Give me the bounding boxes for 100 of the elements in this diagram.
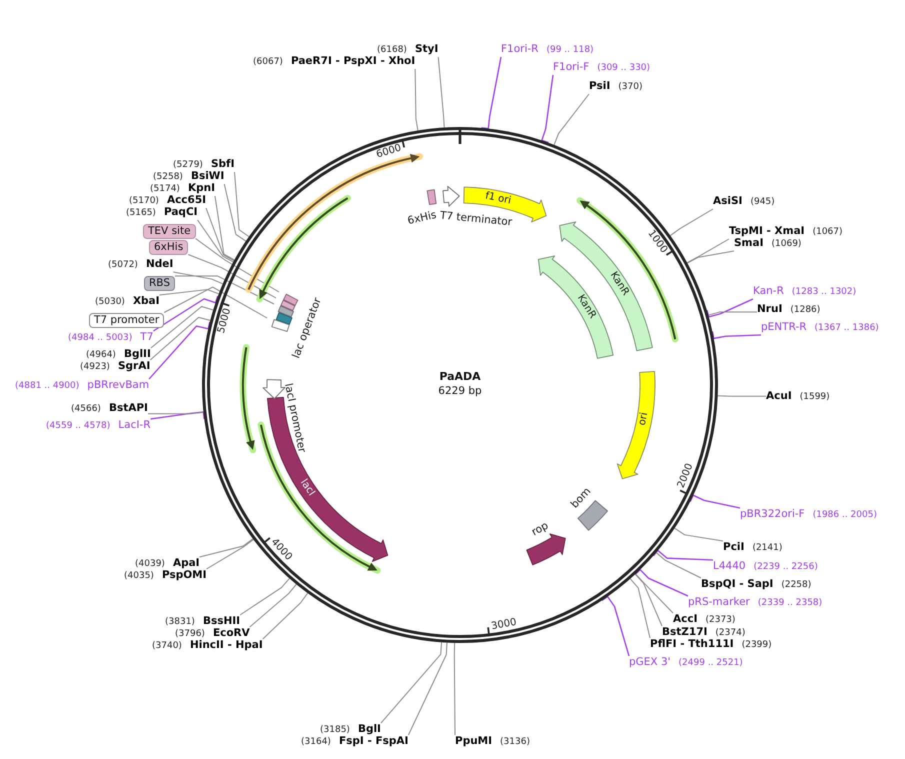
leader-line (454, 642, 456, 736)
cut-site-position: (2373) (705, 614, 736, 627)
cut-site-position: (2141) (752, 542, 782, 555)
leader-line (172, 272, 224, 284)
tick-label: 3000 (490, 617, 518, 632)
primer-name: pRS-marker (688, 596, 750, 609)
leader-line (197, 220, 234, 262)
feature-label: lacI (296, 478, 316, 499)
cut-site-position: (4039) (135, 558, 165, 570)
cut-site-position: (4035) (124, 570, 154, 583)
enzyme-name: PciI (723, 541, 744, 554)
cut-site-position: (3164) (301, 736, 331, 749)
leader-line (717, 395, 766, 397)
leader-line (199, 538, 254, 558)
leader-line (635, 574, 674, 614)
primer-name: Kan-R (753, 285, 784, 298)
feature-label: ori (637, 412, 652, 427)
primer-name: F1ori-R (501, 43, 538, 56)
enzyme-name: SgrAI (118, 360, 150, 373)
tick-label: 6000 (375, 144, 403, 161)
leader-line (150, 316, 211, 360)
tick-label: 5000 (216, 307, 234, 334)
primer-name: LacI-R (118, 419, 151, 432)
leader-line (188, 254, 276, 298)
enzyme-name: BspQI - SapI (701, 578, 774, 591)
cut-site-position: (6067) (253, 56, 283, 69)
primer-name: L4440 (713, 560, 746, 573)
cut-site-position: (2258) (781, 579, 812, 592)
cut-site-position: (5174) (150, 183, 180, 195)
cut-site-position: (3185) (320, 724, 350, 736)
plasmid-length: 6229 bp (438, 385, 482, 397)
leader-line (380, 642, 442, 724)
primer-position: (4559 .. 4578) (46, 420, 110, 433)
leader-line (634, 569, 688, 597)
enzyme-name: TspMI - XmaI (729, 225, 805, 238)
cut-site-position: (1069) (772, 238, 802, 251)
enzyme-name: BglI (358, 723, 381, 736)
plasmid-name: PaADA (439, 371, 481, 383)
enzyme-name: AcuI (766, 390, 792, 403)
enzyme-name: BssHII (202, 615, 240, 628)
leader-line (206, 208, 234, 262)
leader-line (147, 412, 204, 414)
enzyme-name: PaeR7I - PspXI - XhoI (290, 55, 416, 68)
primer-position: (309 .. 330) (597, 62, 650, 75)
cut-site-position: (1286) (790, 304, 820, 317)
enzyme-name: PaqCI (164, 206, 198, 219)
leader-line (712, 331, 762, 340)
leader-line (630, 578, 650, 638)
leader-line (195, 238, 280, 292)
cut-site-position: (5165) (126, 207, 156, 220)
feature-label: 6xHis (406, 209, 438, 228)
enzyme-name: NdeI (146, 258, 174, 271)
leader-line (249, 584, 297, 628)
cut-site-position: (6168) (377, 44, 407, 56)
feature-tag: RBS (144, 276, 175, 290)
primer-position: (1367 .. 1386) (814, 322, 879, 335)
enzyme-name: BsiWI (190, 170, 224, 183)
cut-site-position: (3136) (500, 736, 530, 749)
enzyme-name: PspOMI (162, 569, 206, 582)
enzyme-name: AccI (673, 613, 698, 626)
leader-line (234, 172, 250, 238)
enzyme-name: BstAPI (108, 402, 148, 415)
cut-site-position: (370) (618, 81, 642, 94)
enzyme-name: HincII - HpaI (190, 639, 263, 652)
cut-site-position: (945) (750, 196, 775, 209)
leader-line (708, 311, 758, 316)
primer-name: pBR322ori-F (740, 508, 805, 521)
primer-position: (1986 .. 2005) (812, 509, 877, 522)
leader-line (153, 296, 218, 332)
primer-position: (2339 .. 2358) (758, 597, 822, 610)
leader-line (481, 56, 502, 130)
leader-line (164, 286, 268, 318)
enzyme-name: XbaI (132, 295, 160, 308)
leader-line (686, 250, 734, 264)
leader-line (656, 552, 702, 578)
cut-site-position: (1067) (812, 226, 843, 239)
primer-name: pENTR-R (761, 321, 807, 334)
leader-line (408, 642, 448, 736)
leader-line (414, 68, 418, 131)
primer-name: T7 (140, 331, 154, 344)
primer-position: (1283 .. 1302) (792, 286, 856, 299)
enzyme-name: AsiSI (713, 195, 742, 208)
leader-line (159, 289, 220, 296)
leader-line (634, 574, 662, 626)
primer-position: (99 .. 118) (546, 44, 594, 57)
primer-position: (2239 .. 2256) (754, 561, 818, 574)
enzyme-name: NruI (757, 303, 782, 316)
leader-line (652, 550, 714, 561)
leader-line (214, 196, 235, 260)
enzyme-name: ApaI (172, 557, 200, 570)
leader-line (554, 94, 590, 146)
leader-line (541, 74, 554, 144)
cut-site-position: (3796) (175, 628, 205, 640)
cut-site-position: (2399) (742, 639, 772, 652)
leader-line (174, 275, 274, 304)
leader-line (690, 494, 740, 509)
leader-line (438, 56, 445, 128)
leader-line (262, 592, 308, 640)
cut-site-position: (3831) (165, 616, 195, 629)
leader-line (150, 306, 214, 348)
